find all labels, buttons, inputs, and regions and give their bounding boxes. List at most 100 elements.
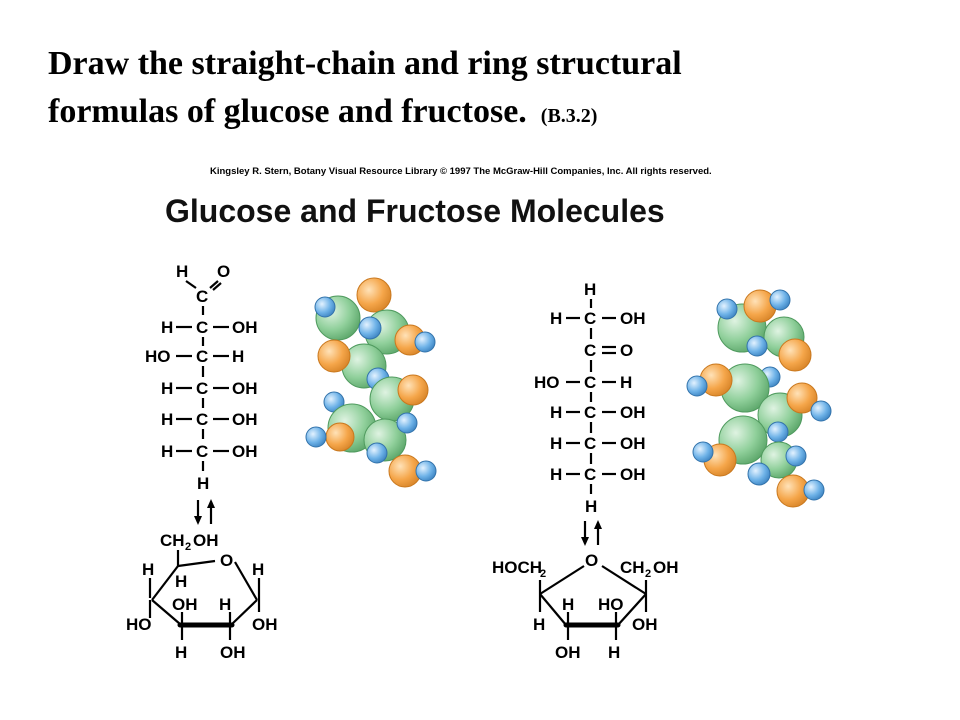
fructose-ring-hoch2: HOCH (492, 558, 542, 577)
arrow-head (207, 499, 215, 508)
hydrogen-atom (810, 400, 832, 422)
fructose-c1: C (584, 309, 596, 328)
fructose-ring-oh-bottom: OH (555, 643, 581, 662)
fructose-c5: C (584, 434, 596, 453)
glucose-ring-ch2: CH (160, 531, 185, 550)
fructose-c4: C (584, 403, 596, 422)
bond (601, 565, 647, 595)
glucose-ring-o: O (220, 551, 233, 570)
figure-title: Glucose and Fructose Molecules (165, 193, 665, 229)
glucose-ring-sub2: 2 (185, 541, 191, 553)
figure-credit: Kingsley R. Stern, Botany Visual Resourc… (210, 166, 712, 177)
oxygen-atom (786, 382, 818, 414)
glucose-c5-h: H (161, 410, 173, 429)
fructose-c1-h: H (550, 309, 562, 328)
hydrogen-atom (769, 289, 791, 311)
oxygen-atom (317, 339, 351, 373)
glucose-ring-oh-c3: OH (172, 595, 198, 614)
fructose-ring-sub2-left: 2 (540, 568, 546, 580)
fructose-ring-sub2-right: 2 (645, 568, 651, 580)
fructose-c1-oh: OH (620, 309, 646, 328)
glucose-ring-h-c4: H (175, 572, 187, 591)
hydrogen-atom (314, 296, 336, 318)
hydrogen-atom (366, 442, 388, 464)
hydrogen-atom (785, 445, 807, 467)
bond (209, 280, 219, 289)
glucose-c3-h: H (232, 347, 244, 366)
fructose-c4-h: H (550, 403, 562, 422)
hydrogen-atom (396, 412, 418, 434)
bond (231, 599, 258, 625)
glucose-c4-h: H (161, 379, 173, 398)
fructose-ring-ch2-right: CH (620, 558, 645, 577)
fructose-c6-h: H (550, 465, 562, 484)
glucose-c6-h: H (161, 442, 173, 461)
glucose-space-filling-model (305, 277, 437, 488)
glucose-ring-h-right: H (252, 560, 264, 579)
glucose-ring-ho-left: HO (126, 615, 152, 634)
glucose-c6-oh: OH (232, 442, 258, 461)
glucose-chain: H O C H C OH HO C H H C OH H C OH H C (145, 262, 258, 525)
arrow-head (594, 520, 602, 529)
fructose-chain: H H C OH C O HO C H H C OH H C OH H C (534, 280, 646, 546)
fructose-ring-h-left: H (533, 615, 545, 634)
hydrogen-atom (746, 335, 768, 357)
glucose-c5-oh: OH (232, 410, 258, 429)
oxygen-atom (325, 422, 355, 452)
fructose-top-h: H (584, 280, 596, 299)
glucose-ring-h-bottom: H (175, 643, 187, 662)
bond (234, 561, 258, 601)
bond (617, 593, 647, 626)
hydrogen-atom (686, 375, 708, 397)
glucose-bottom-h: H (197, 474, 209, 493)
fructose-c3-ho: HO (534, 373, 560, 392)
glucose-c1: C (196, 287, 208, 306)
glucose-c6: C (196, 442, 208, 461)
heading-line-2: formulas of glucose and fructose. (B.3.2) (48, 88, 928, 140)
glucose-ring: CH 2 OH O H HO H OH H H OH H OH (126, 531, 278, 662)
hydrogen-atom (767, 421, 789, 443)
bond (212, 282, 222, 291)
hydrogen-atom (305, 426, 327, 448)
glucose-c3-ho: HO (145, 347, 171, 366)
glucose-h-aldehyde: H (176, 262, 188, 281)
heading-reference: (B.3.2) (540, 105, 598, 127)
glucose-ring-h-left-top: H (142, 560, 154, 579)
arrow-head (194, 516, 202, 525)
bond (151, 565, 179, 601)
fructose-ring-o: O (585, 551, 598, 570)
fructose-c6-oh: OH (620, 465, 646, 484)
glucose-ring-oh-bottom: OH (220, 643, 246, 662)
hydrogen-atom (747, 462, 771, 486)
fructose-ring-h-bottom: H (608, 643, 620, 662)
fructose-ring-h-c3: H (562, 595, 574, 614)
glucose-c3: C (196, 347, 208, 366)
oxygen-atom (778, 338, 812, 372)
fructose-ring: HOCH 2 O CH 2 OH H H OH HO H OH (492, 551, 679, 662)
fructose-c5-oh: OH (620, 434, 646, 453)
heading-line-1: Draw the straight-chain and ring structu… (48, 45, 682, 82)
fructose-space-filling-model (686, 289, 832, 508)
hydrogen-atom (414, 331, 436, 353)
fructose-ring-ch2-oh: OH (653, 558, 679, 577)
bond (151, 599, 181, 625)
fructose-c6: C (584, 465, 596, 484)
glucose-c2-h: H (161, 318, 173, 337)
bond (177, 559, 216, 568)
glucose-ring-oh-right: OH (252, 615, 278, 634)
hydrogen-atom (803, 479, 825, 501)
slide-heading: Draw the straight-chain and ring structu… (48, 40, 928, 140)
fructose-ring-oh-right: OH (632, 615, 658, 634)
fructose-c2: C (584, 341, 596, 360)
heading-line-2-text: formulas of glucose and fructose. (48, 93, 527, 130)
hydrogen-atom (358, 316, 382, 340)
hydrogen-atom (692, 441, 714, 463)
fructose-bottom-h: H (585, 497, 597, 516)
fructose-ring-ho-c4: HO (598, 595, 624, 614)
hydrogen-atom (716, 298, 738, 320)
fructose-c3-h: H (620, 373, 632, 392)
fructose-c5-h: H (550, 434, 562, 453)
arrow-head (581, 537, 589, 546)
bond (185, 280, 197, 289)
fructose-c2-o: O (620, 341, 633, 360)
